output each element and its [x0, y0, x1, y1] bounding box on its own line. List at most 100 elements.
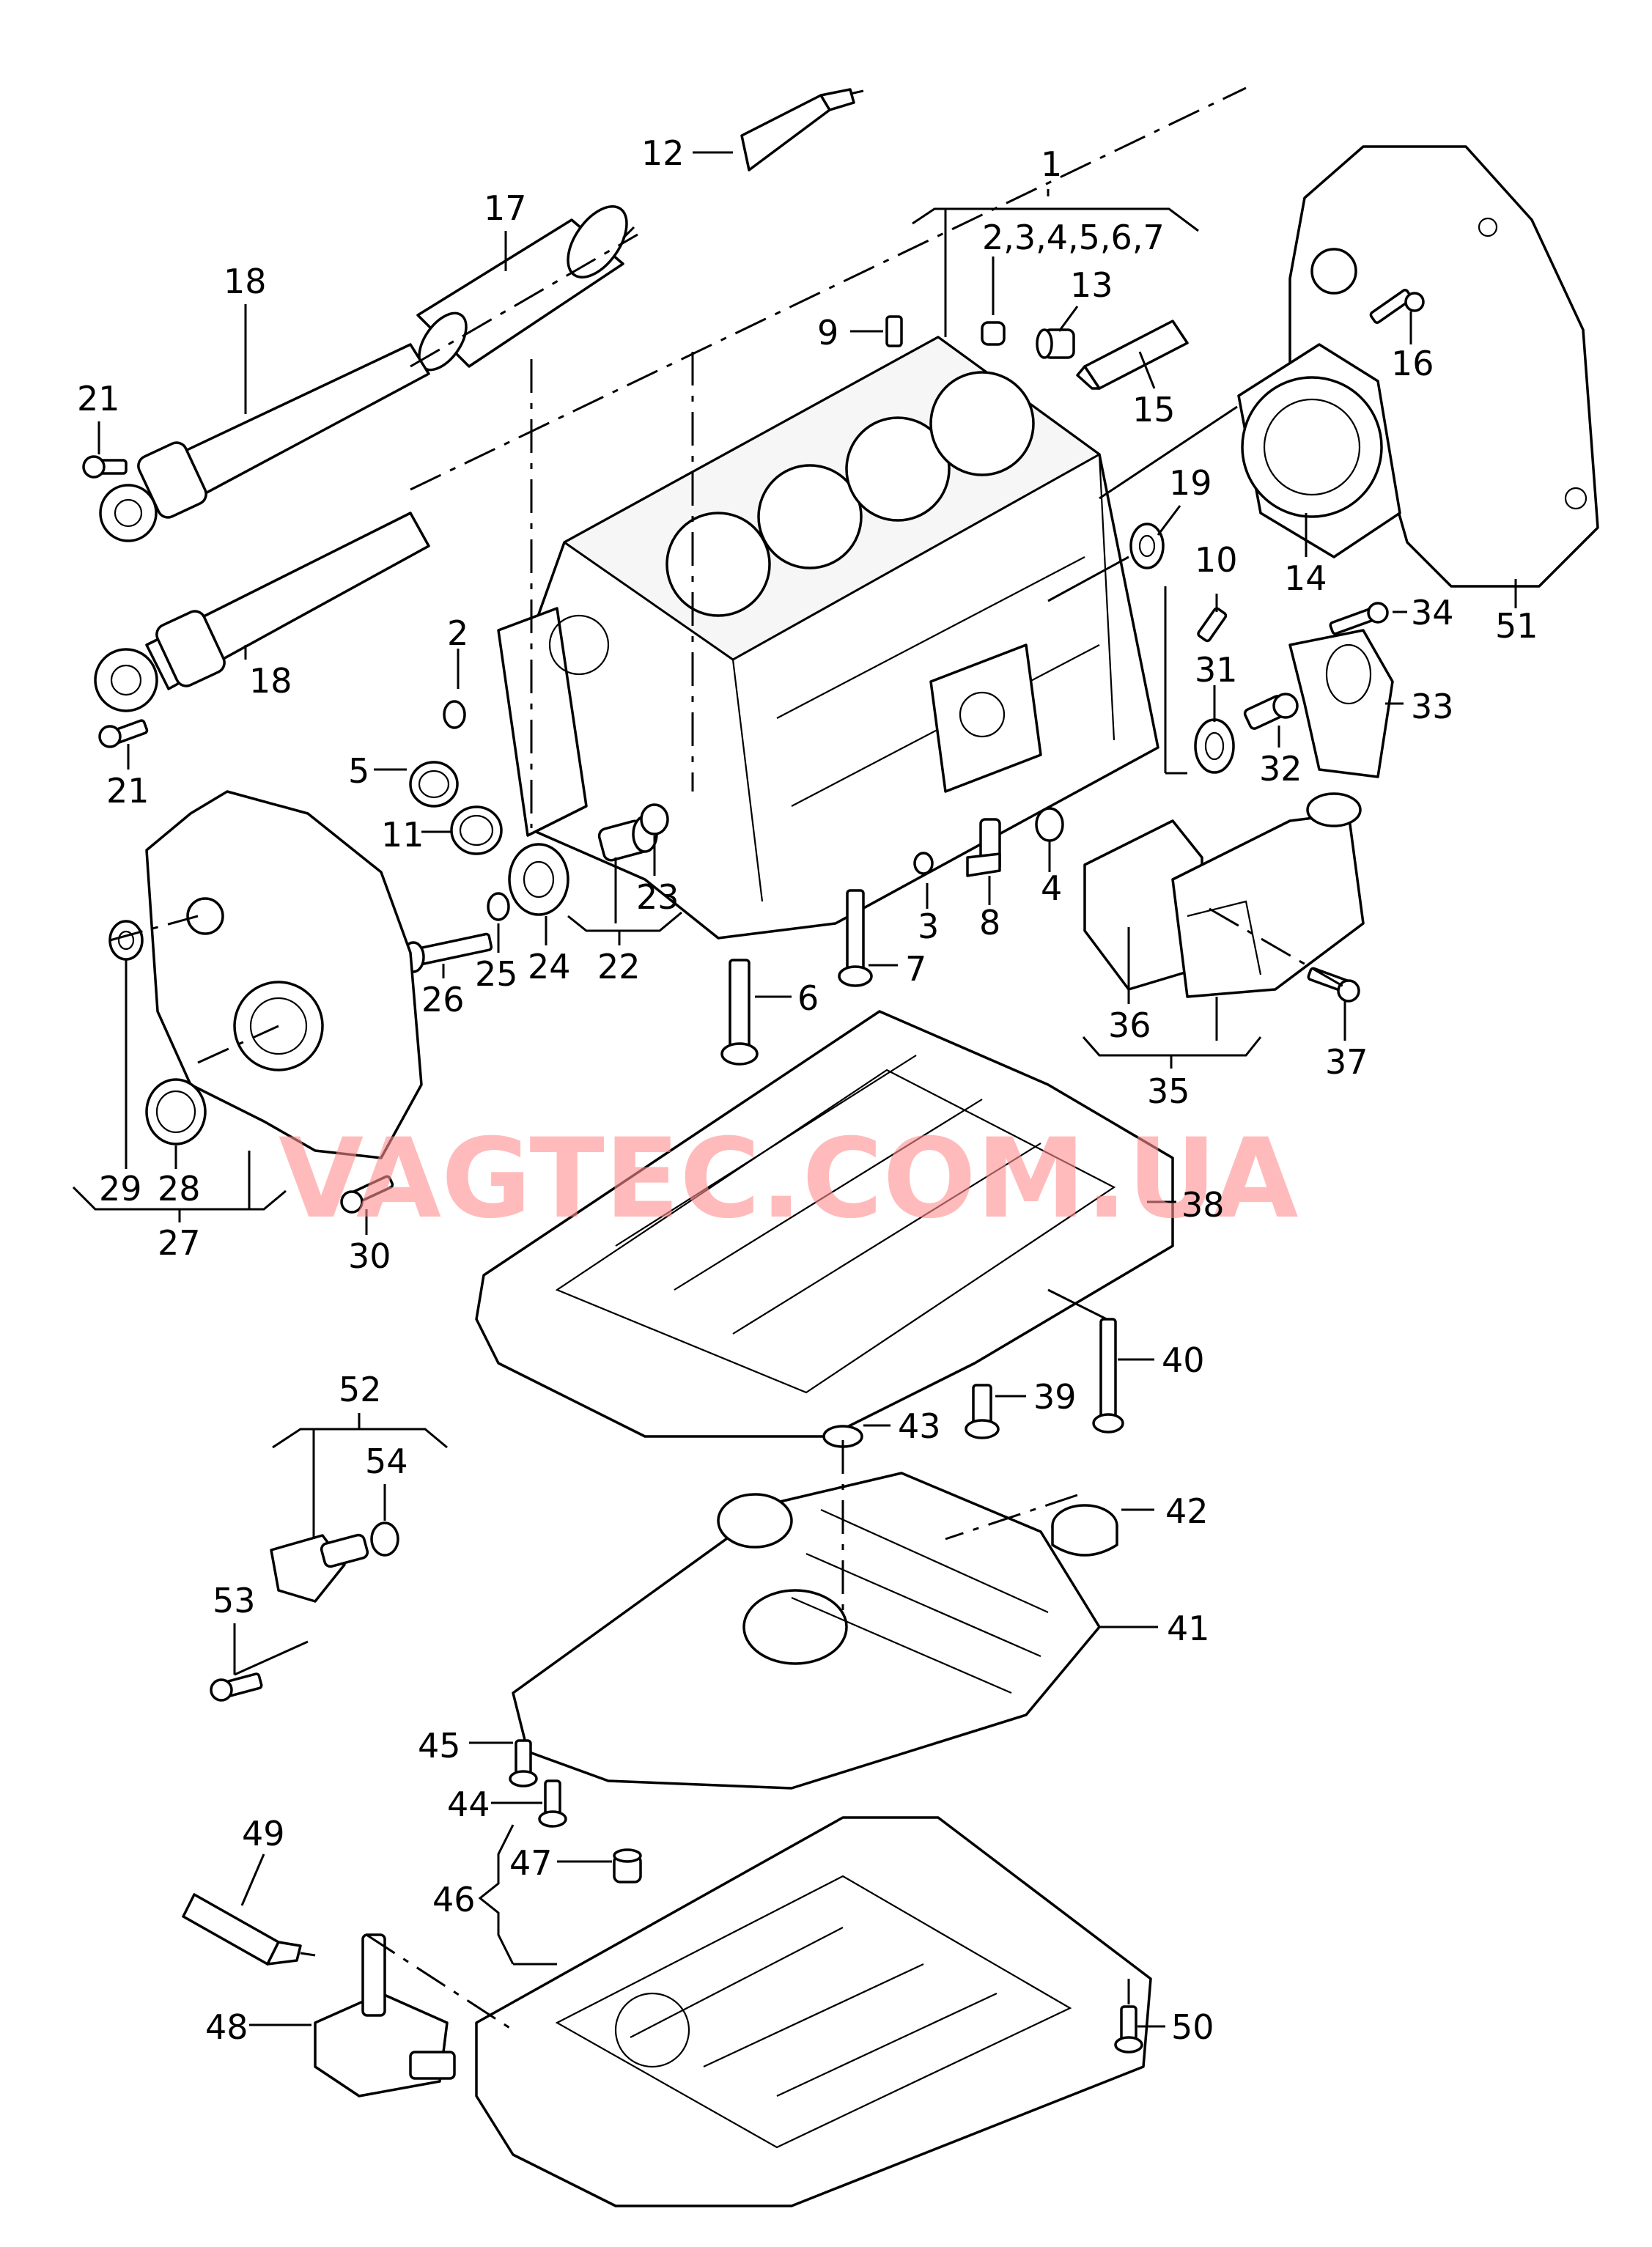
label-12: 12	[641, 133, 685, 173]
oil-level-sensor-48	[314, 1933, 456, 2097]
label-4: 4	[1041, 868, 1062, 908]
label-3: 3	[918, 907, 939, 946]
label-2-7: 2,3,4,5,6,7	[982, 218, 1165, 257]
label-33: 33	[1411, 687, 1454, 726]
label-37: 37	[1325, 1042, 1368, 1082]
seal-28	[145, 1078, 207, 1145]
label-43: 43	[898, 1406, 941, 1446]
label-28: 28	[158, 1169, 201, 1209]
label-51: 51	[1495, 606, 1538, 646]
o-ring-54	[370, 1521, 399, 1557]
label-21-lower: 21	[106, 771, 150, 811]
label-39: 39	[1033, 1377, 1077, 1417]
label-26: 26	[421, 980, 465, 1019]
part-labels: 1 2,3,4,5,6,7 2 3 4 5 6 7 8 9 10 11 12 1…	[77, 133, 1538, 2047]
balance-shaft-upper-18	[99, 343, 430, 542]
o-ring-23	[640, 803, 669, 835]
sensor-52	[270, 1533, 369, 1603]
label-32: 32	[1259, 749, 1302, 789]
label-15: 15	[1132, 390, 1176, 429]
seal-ring-19	[1129, 523, 1165, 569]
oil-filter-housing-35	[1171, 792, 1365, 998]
label-5: 5	[348, 751, 369, 791]
label-52: 52	[339, 1370, 382, 1409]
label-49: 49	[242, 1814, 285, 1853]
bolt-50	[1114, 2005, 1143, 2054]
label-24: 24	[528, 947, 571, 986]
label-8: 8	[979, 903, 1000, 942]
dowel-pin-10	[1197, 607, 1228, 643]
label-17: 17	[484, 188, 527, 228]
label-22: 22	[597, 947, 641, 986]
ring-5	[409, 761, 459, 808]
label-27: 27	[158, 1223, 201, 1263]
label-9: 9	[817, 313, 838, 353]
label-41: 41	[1167, 1609, 1210, 1648]
label-36: 36	[1108, 1006, 1151, 1045]
bush-3-7-group	[981, 321, 1006, 346]
bolt-39	[965, 1384, 1000, 1439]
screw-21-lower	[98, 719, 149, 748]
screw-53	[210, 1672, 263, 1702]
plug-32	[1243, 693, 1299, 730]
label-16: 16	[1391, 344, 1434, 383]
pin-9	[885, 315, 903, 347]
label-50: 50	[1171, 2007, 1214, 2047]
label-29: 29	[99, 1169, 142, 1209]
label-46: 46	[432, 1880, 476, 1919]
bedplate-38	[475, 1010, 1174, 1438]
seal-42	[1051, 1504, 1118, 1557]
bolt-6	[720, 959, 759, 1066]
sealant-tube-49	[182, 1893, 316, 1966]
label-10: 10	[1195, 540, 1238, 580]
label-40: 40	[1162, 1340, 1205, 1380]
bolt-16	[1369, 289, 1425, 324]
oil-jet-8	[966, 818, 1001, 877]
ring-11	[450, 805, 503, 855]
label-19: 19	[1169, 463, 1212, 503]
bolt-45	[509, 1739, 538, 1787]
label-38: 38	[1181, 1185, 1225, 1225]
housing-33	[1288, 629, 1394, 778]
label-53: 53	[213, 1581, 256, 1620]
bolt-40	[1092, 1318, 1124, 1434]
leader-lines	[72, 86, 1517, 2032]
label-34: 34	[1411, 593, 1454, 632]
label-44: 44	[447, 1785, 490, 1824]
sleeve-13	[1036, 328, 1075, 359]
cylinder-block-1	[497, 336, 1159, 940]
label-42: 42	[1165, 1491, 1209, 1531]
bush-3	[913, 852, 934, 875]
gear-24	[508, 843, 569, 916]
bolt-30	[340, 1175, 394, 1214]
bolt-44	[538, 1779, 567, 1828]
label-45: 45	[418, 1726, 461, 1766]
drain-plug-47	[613, 1848, 642, 1883]
label-35: 35	[1147, 1071, 1190, 1111]
label-2: 2	[447, 613, 468, 653]
label-21-upper: 21	[77, 379, 120, 418]
label-31: 31	[1195, 650, 1238, 690]
label-30: 30	[348, 1236, 391, 1276]
label-11: 11	[381, 815, 424, 855]
watermark: VAGTEC.COM.UA	[279, 1115, 1298, 1243]
label-48: 48	[205, 2007, 248, 2047]
label-25: 25	[475, 954, 518, 994]
label-54: 54	[365, 1442, 408, 1481]
bolt-34	[1329, 602, 1389, 635]
bush-4	[1035, 807, 1064, 842]
label-18-lower: 18	[249, 661, 292, 701]
label-18-upper: 18	[224, 262, 267, 301]
seal-flange-14	[1237, 343, 1401, 558]
washer-25	[487, 892, 510, 921]
oil-pan-46	[475, 1816, 1152, 2207]
label-23: 23	[636, 877, 679, 917]
bolt-37	[1307, 967, 1360, 1003]
screw-21-upper	[82, 455, 128, 479]
sealant-tube-15	[1076, 320, 1189, 390]
label-1: 1	[1041, 144, 1062, 184]
label-47: 47	[509, 1843, 553, 1883]
seal-29	[108, 920, 144, 961]
